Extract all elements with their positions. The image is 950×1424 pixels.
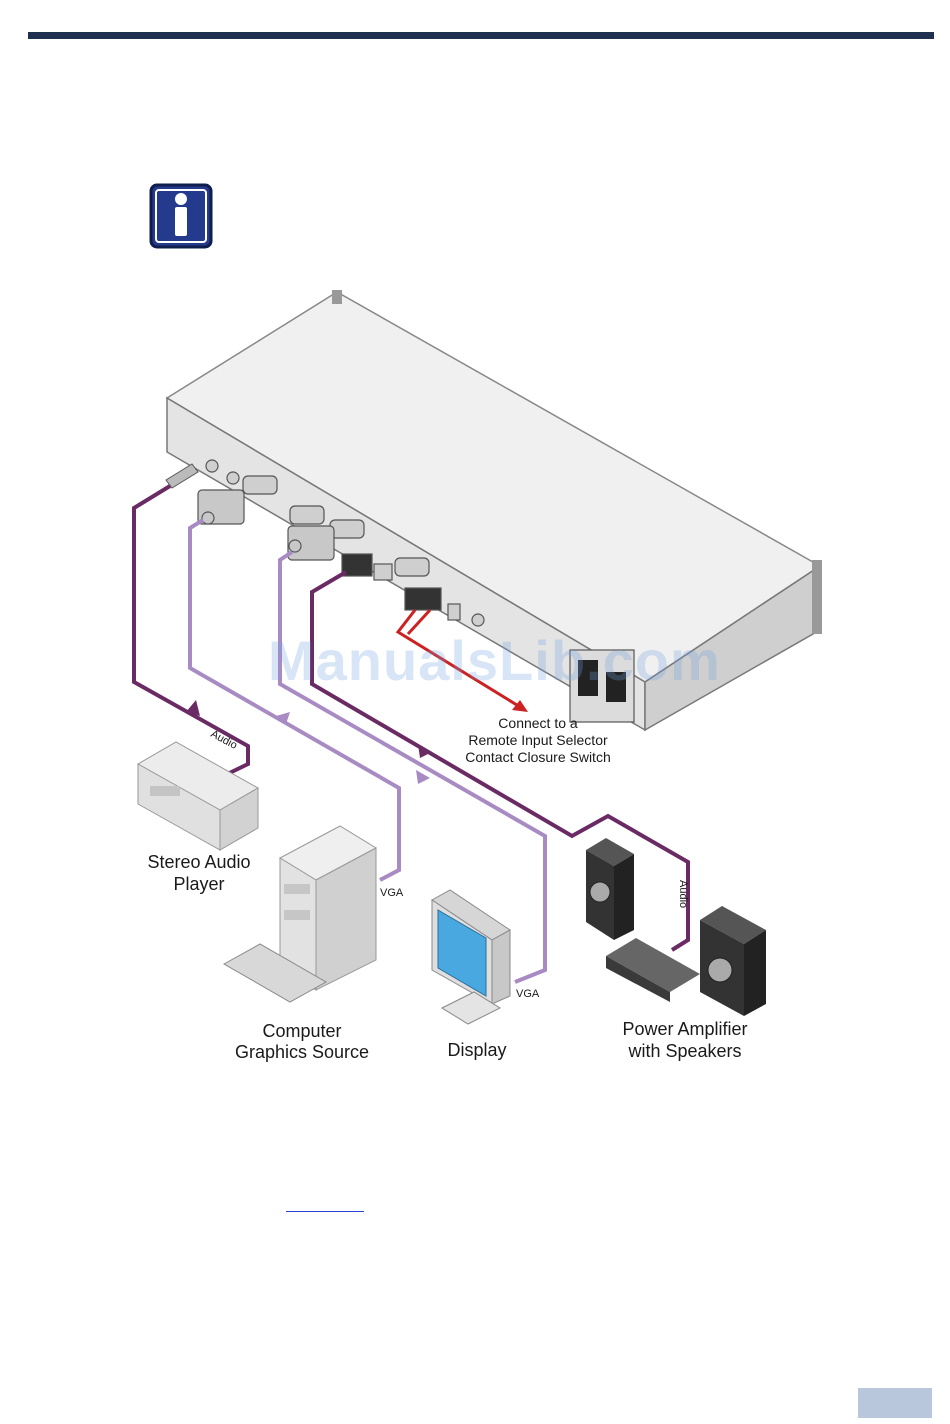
power-amplifier-label-1: Power Amplifier [622,1019,747,1039]
audio-out-label: Audio [677,880,689,908]
remote-switch-label-2: Remote Input Selector [468,732,608,748]
power-amplifier-speakers [586,838,766,1016]
display-monitor [432,890,510,1024]
vga-out-arrow [416,770,430,784]
power-amplifier-label-2: with Speakers [627,1041,741,1061]
computer-label-1: Computer [262,1021,341,1041]
vga-in-label: VGA [380,887,404,899]
audio-out-arrow [418,744,432,758]
remote-switch-label-1: Connect to a [498,715,578,731]
computer-label-2: Graphics Source [235,1042,369,1062]
hyperlink-underline[interactable] [286,1211,364,1212]
stereo-audio-player-label-1: Stereo Audio [147,852,250,872]
stereo-audio-player [138,742,258,850]
remote-switch-label-3: Contact Closure Switch [465,749,611,765]
display-label: Display [447,1040,506,1060]
vga-out-label: VGA [516,988,540,1000]
watermark: ManualsLib.com [268,628,721,693]
header-rule [28,32,934,39]
audio-plug [166,464,198,488]
page-number-tab [858,1388,932,1418]
stereo-audio-player-label-2: Player [173,874,224,894]
info-icon [149,183,213,249]
